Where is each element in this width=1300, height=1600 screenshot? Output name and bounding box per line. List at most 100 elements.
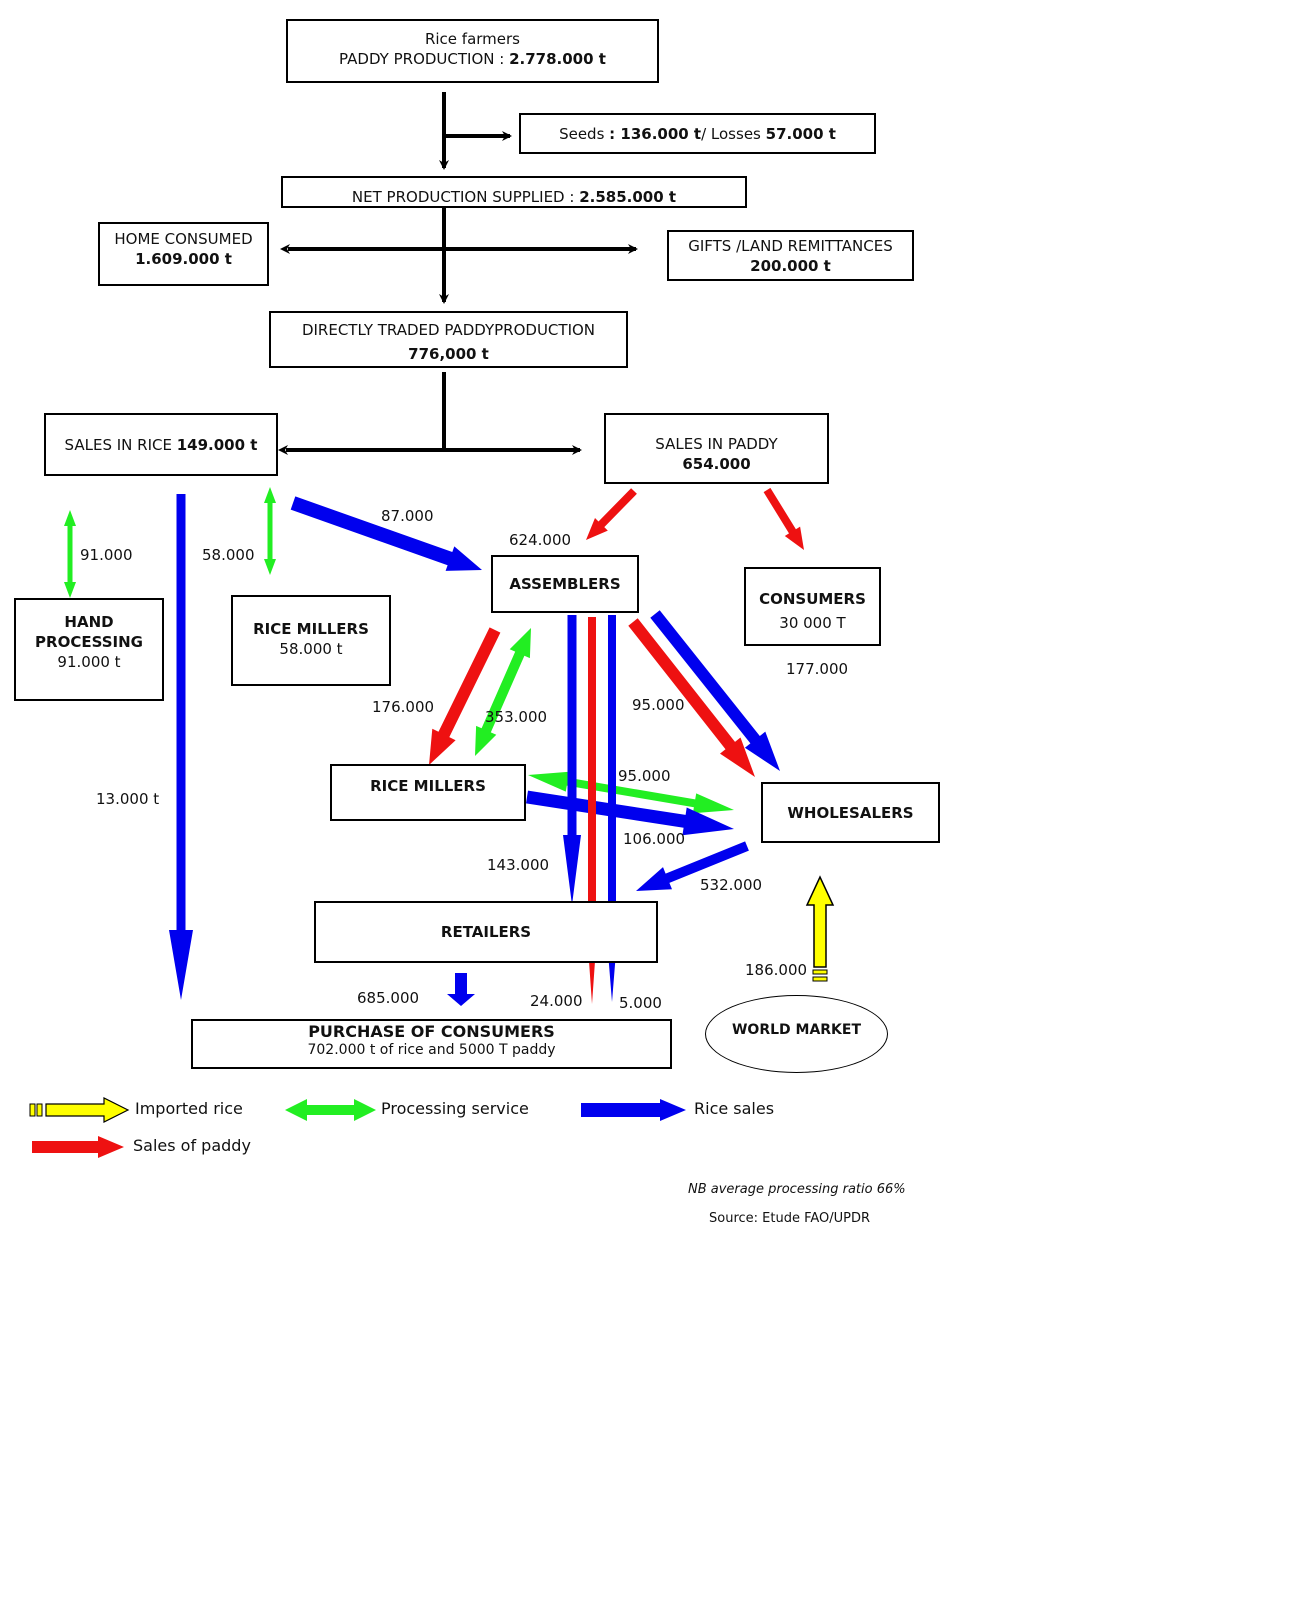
seeds-label: Seeds — [559, 125, 610, 143]
flow-label-paddy-assemblers: 624.000 — [509, 531, 572, 549]
flow-arrow-assemblers-wholesalers-rice — [650, 610, 780, 771]
home-consumed-box: HOME CONSUMED 1.609.000 t — [98, 222, 269, 286]
net-production-value: 2.585.000 t — [579, 188, 677, 206]
rice-farmers-label: Rice farmers — [424, 30, 521, 48]
assemblers-box: ASSEMBLERS — [491, 555, 639, 613]
import-arrow-tail-stripe — [812, 976, 828, 982]
rice-farmers-box: Rice farmers PADDY PRODUCTION : 2.778.00… — [286, 19, 659, 83]
legend-sales-of-paddy: Sales of paddy — [133, 1136, 251, 1155]
processing-ratio-note: NB average processing ratio 66% — [688, 1182, 906, 1197]
flow-label-paddy-consumers: 177.000 — [786, 660, 849, 678]
directly-traded-label: DIRECTLY TRADED PADDYPRODUCTION — [301, 321, 596, 339]
home-consumed-label: HOME CONSUMED — [114, 230, 253, 248]
flow-arrow-sales-paddy-consumers — [763, 487, 804, 550]
flow-arrow-wholesalers-retailers — [636, 841, 749, 891]
legend-rice-sales: Rice sales — [694, 1099, 775, 1118]
legend-imported-rice-tail — [36, 1103, 43, 1117]
gifts-box: GIFTS /LAND REMITTANCES 200.000 t — [667, 230, 914, 281]
flow-label-millers-wholesalers-rice: 106.000 — [623, 830, 686, 848]
sales-in-rice-box: SALES IN RICE 149.000 t — [44, 413, 278, 476]
hand-processing-box: HAND PROCESSING 91.000 t — [14, 598, 164, 701]
rice-millers-mid-box: RICE MILLERS — [330, 764, 526, 821]
hand-processing-value: 91.000 t — [57, 653, 121, 671]
rice-millers-top-label: RICE MILLERS — [253, 620, 369, 638]
flow-arrow-world-market-wholesalers — [805, 875, 835, 968]
flow-arrow-assemblers-rice-millers-paddy — [429, 627, 501, 765]
flow-label-assemblers-wholesalers: 95.000 — [632, 696, 685, 714]
flow-arrow-sales-rice-purchase — [169, 494, 193, 1000]
flow-label-sales-rice-purchase: 13.000 t — [96, 790, 160, 808]
rice-millers-top-value: 58.000 t — [279, 640, 343, 658]
retailers-label: RETAILERS — [440, 923, 532, 941]
structural-connectors — [278, 92, 638, 455]
source-note: Source: Etude FAO/UPDR — [709, 1211, 871, 1226]
sales-in-rice-label: SALES IN RICE — [64, 436, 177, 454]
flow-arrow-retailers-purchase — [447, 973, 475, 1006]
legend-imported-rice-arrow — [45, 1097, 130, 1123]
world-market-label: WORLD MARKET — [731, 1022, 862, 1038]
rice-millers-top-box: RICE MILLERS 58.000 t — [231, 595, 391, 686]
flow-arrow-rice-millers-wholesalers-rice — [526, 790, 734, 836]
purchase-value: 702.000 t of rice and 5000 T paddy — [307, 1042, 556, 1058]
gifts-value: 200.000 t — [750, 257, 831, 275]
home-consumed-value: 1.609.000 t — [135, 250, 232, 268]
flow-label-millers-wholesalers-processing: 95.000 — [618, 767, 671, 785]
hand-processing-label-2: PROCESSING — [35, 633, 143, 651]
flow-label-world-market: 186.000 — [745, 961, 808, 979]
flow-label-assemblers-purchase-rice: 5.000 — [619, 994, 662, 1012]
flow-arrow-sales-rice-hand-processing — [64, 510, 76, 598]
consumers-value: 30 000 T — [779, 614, 846, 632]
flow-label-retailers-purchase: 685.000 — [357, 989, 420, 1007]
legend-arrows — [29, 1097, 686, 1158]
flow-arrow-assemblers-retailers — [563, 615, 581, 905]
flow-arrow-sales-rice-rice-millers — [264, 487, 276, 575]
gifts-label: GIFTS /LAND REMITTANCES — [688, 237, 893, 255]
flow-label-assemblers-purchase-paddy: 24.000 — [530, 992, 583, 1010]
legend-processing-service: Processing service — [381, 1099, 529, 1118]
sales-in-paddy-value: 654.000 — [682, 455, 751, 473]
legend-imported-rice: Imported rice — [135, 1099, 243, 1118]
wholesalers-box: WHOLESALERS — [761, 782, 940, 843]
flow-label-assemblers-millers-paddy: 176.000 — [372, 698, 435, 716]
paddy-production-line: PADDY PRODUCTION : 2.778.000 t — [288, 49, 657, 69]
sales-in-paddy-box: SALES IN PADDY 654.000 — [604, 413, 829, 484]
flow-arrow-sales-paddy-assemblers — [586, 488, 637, 540]
purchase-label: PURCHASE OF CONSUMERS — [308, 1022, 555, 1041]
directly-traded-value: 776,000 t — [408, 345, 489, 363]
losses-value: 57.000 t — [765, 125, 836, 143]
flow-arrow-assemblers-wholesalers — [628, 618, 755, 777]
retailers-box: RETAILERS — [314, 901, 658, 963]
paddy-production-value: 2.778.000 t — [509, 50, 606, 68]
purchase-of-consumers-box: PURCHASE OF CONSUMERS 702.000 t of rice … — [191, 1019, 672, 1069]
directly-traded-box: DIRECTLY TRADED PADDYPRODUCTION 776,000 … — [269, 311, 628, 368]
legend-processing-service-arrow — [285, 1099, 376, 1121]
net-production-box: NET PRODUCTION SUPPLIED : 2.585.000 t — [281, 176, 747, 208]
seeds-losses-box: Seeds : 136.000 t/ Losses 57.000 t — [519, 113, 876, 154]
legend-imported-rice-tail — [29, 1103, 36, 1117]
paddy-production-label: PADDY PRODUCTION : — [339, 50, 510, 68]
flow-arrow-rice-millers-wholesalers-processing — [528, 771, 734, 814]
legend-sales-of-paddy-arrow — [32, 1136, 124, 1158]
hand-processing-label-1: HAND — [64, 613, 114, 631]
flow-label-wholesalers-retailers: 532.000 — [700, 876, 763, 894]
world-market-ellipse: WORLD MARKET — [705, 995, 888, 1073]
import-arrow-tail-stripe — [812, 969, 828, 975]
sales-in-paddy-label: SALES IN PADDY — [655, 435, 778, 453]
net-production-label: NET PRODUCTION SUPPLIED : — [351, 188, 580, 206]
consumers-label: CONSUMERS — [759, 590, 866, 608]
sales-in-rice-value: 149.000 t — [176, 436, 258, 454]
flow-label-assemblers-millers-processing: 353.000 — [485, 708, 548, 726]
flow-label-assemblers-retailers: 143.000 — [487, 856, 550, 874]
wholesalers-label: WHOLESALERS — [787, 804, 914, 822]
seeds-value: : 136.000 t — [609, 125, 702, 143]
flow-label-rice-millers-top: 58.000 — [202, 546, 255, 564]
flow-label-hand-processing: 91.000 — [80, 546, 133, 564]
rice-millers-mid-label: RICE MILLERS — [370, 777, 486, 795]
assemblers-label: ASSEMBLERS — [509, 575, 621, 593]
flow-label-sales-rice-assemblers: 87.000 — [381, 507, 434, 525]
flow-arrow-sales-rice-assemblers — [290, 496, 482, 571]
losses-label: / Losses — [701, 125, 766, 143]
legend-rice-sales-arrow — [581, 1099, 686, 1121]
consumers-box: CONSUMERS 30 000 T — [744, 567, 881, 646]
